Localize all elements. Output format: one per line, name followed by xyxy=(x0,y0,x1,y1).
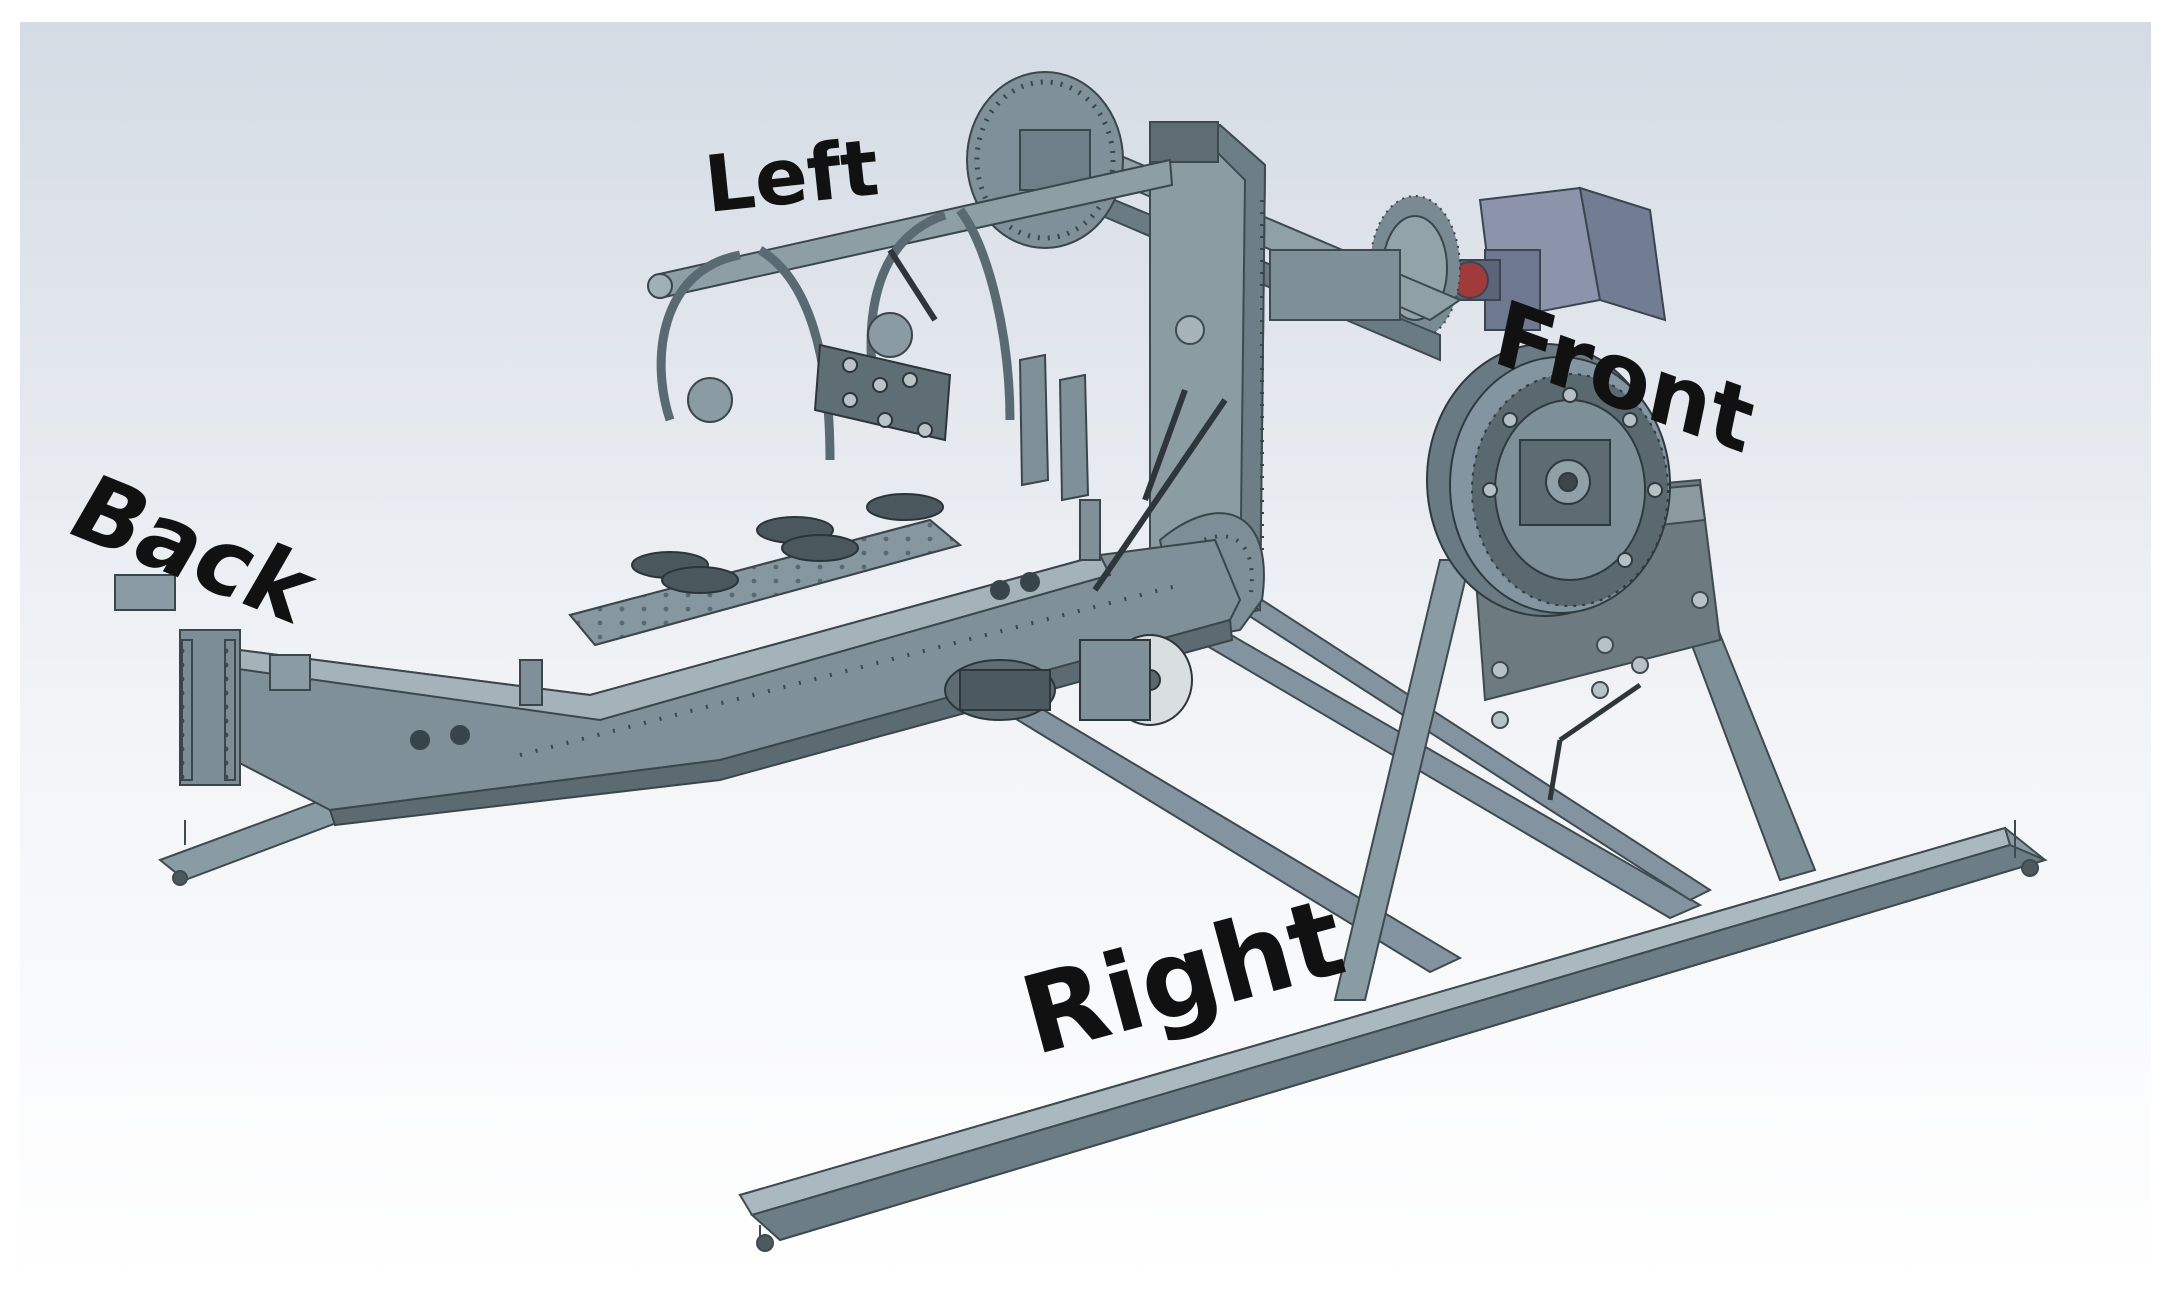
foot-pads xyxy=(631,493,944,594)
joint-block xyxy=(813,343,952,442)
lower-pulley xyxy=(1079,634,1193,726)
right-skid-rail xyxy=(738,820,2048,1252)
guide-posts xyxy=(519,353,1101,706)
label-left: Left xyxy=(701,123,883,231)
rear-clamps xyxy=(114,574,311,786)
lower-motor xyxy=(944,659,1056,721)
cross-members xyxy=(982,598,1713,974)
gas-struts xyxy=(887,248,1228,592)
main-boom xyxy=(198,538,1242,827)
rotary-disc xyxy=(1426,343,1671,617)
arm-end-pads xyxy=(687,312,913,423)
drive-motor xyxy=(1439,186,1667,331)
